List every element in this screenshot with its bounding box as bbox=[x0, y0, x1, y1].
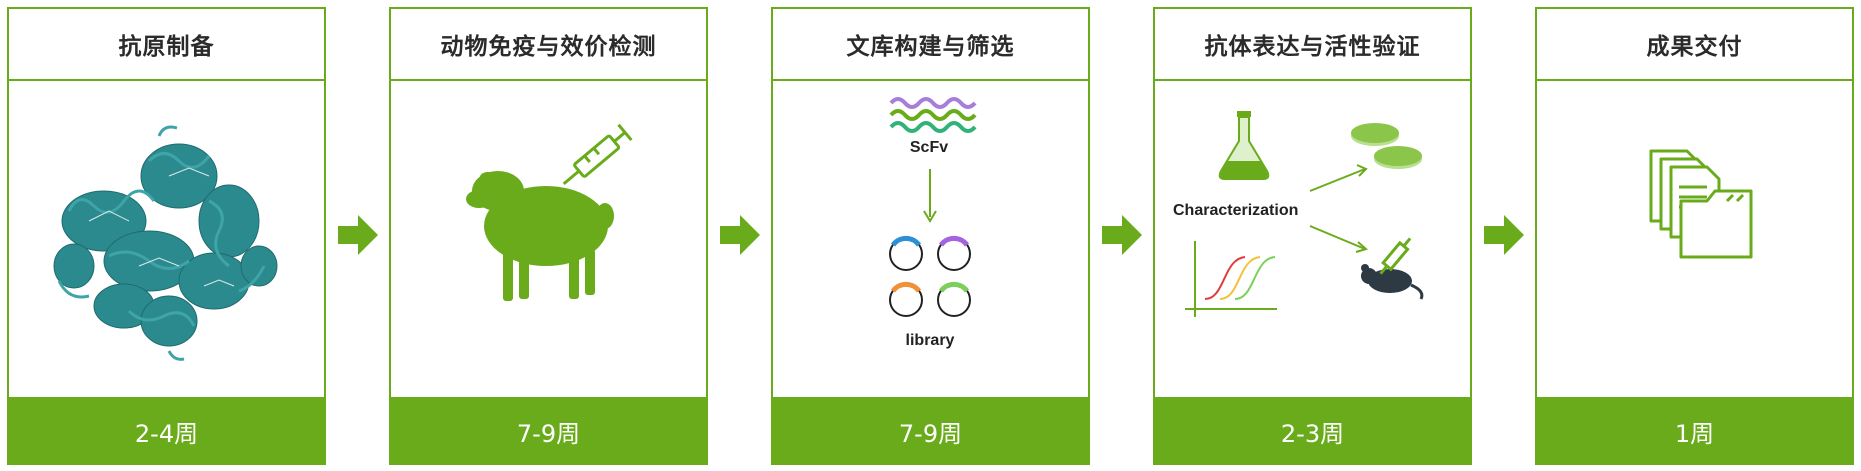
arrow-right-icon bbox=[720, 215, 760, 255]
step-illustration: ScFv library bbox=[773, 81, 1088, 397]
step-illustration bbox=[391, 81, 706, 397]
scfv-library-icon: ScFv library bbox=[889, 97, 977, 349]
petri-dish-icon bbox=[1351, 123, 1422, 169]
step-illustration bbox=[9, 81, 324, 397]
step-illustration: Characterization bbox=[1155, 81, 1470, 397]
step-title: 动物免疫与效价检测 bbox=[391, 9, 706, 81]
step-card-library: 文库构建与筛选 ScFv bbox=[771, 7, 1090, 465]
scfv-label: ScFv bbox=[910, 139, 948, 156]
step-illustration bbox=[1537, 81, 1852, 397]
arrow-right-icon bbox=[338, 215, 378, 255]
step-title: 抗原制备 bbox=[9, 9, 324, 81]
mouse-syringe-icon bbox=[1361, 237, 1424, 300]
characterization-label: Characterization bbox=[1173, 202, 1298, 219]
step-duration: 7-9周 bbox=[389, 397, 708, 465]
arrow-right-icon bbox=[1102, 215, 1142, 255]
curve-graph-icon bbox=[1185, 241, 1277, 317]
library-label: library bbox=[906, 332, 955, 349]
step-card-expression: 抗体表达与活性验证 Characterization bbox=[1153, 7, 1472, 465]
step-card-antigen: 抗原制备 bbox=[7, 7, 326, 465]
step-card-delivery: 成果交付 bbox=[1535, 7, 1854, 465]
step-duration: 2-3周 bbox=[1153, 397, 1472, 465]
step-duration: 7-9周 bbox=[771, 397, 1090, 465]
step-duration: 1周 bbox=[1535, 397, 1854, 465]
step-title: 抗体表达与活性验证 bbox=[1155, 9, 1470, 81]
characterization-icon: Characterization bbox=[1173, 111, 1424, 317]
step-title: 成果交付 bbox=[1537, 9, 1852, 81]
document-folder-icon bbox=[1649, 149, 1753, 259]
step-title: 文库构建与筛选 bbox=[773, 9, 1088, 81]
sheep-syringe-icon bbox=[466, 123, 633, 301]
flask-icon bbox=[1218, 111, 1270, 180]
protein-structure-icon bbox=[53, 125, 278, 361]
step-duration: 2-4周 bbox=[7, 397, 326, 465]
arrow-right-icon bbox=[1484, 215, 1524, 255]
step-card-immunization: 动物免疫与效价检测 bbox=[389, 7, 708, 465]
